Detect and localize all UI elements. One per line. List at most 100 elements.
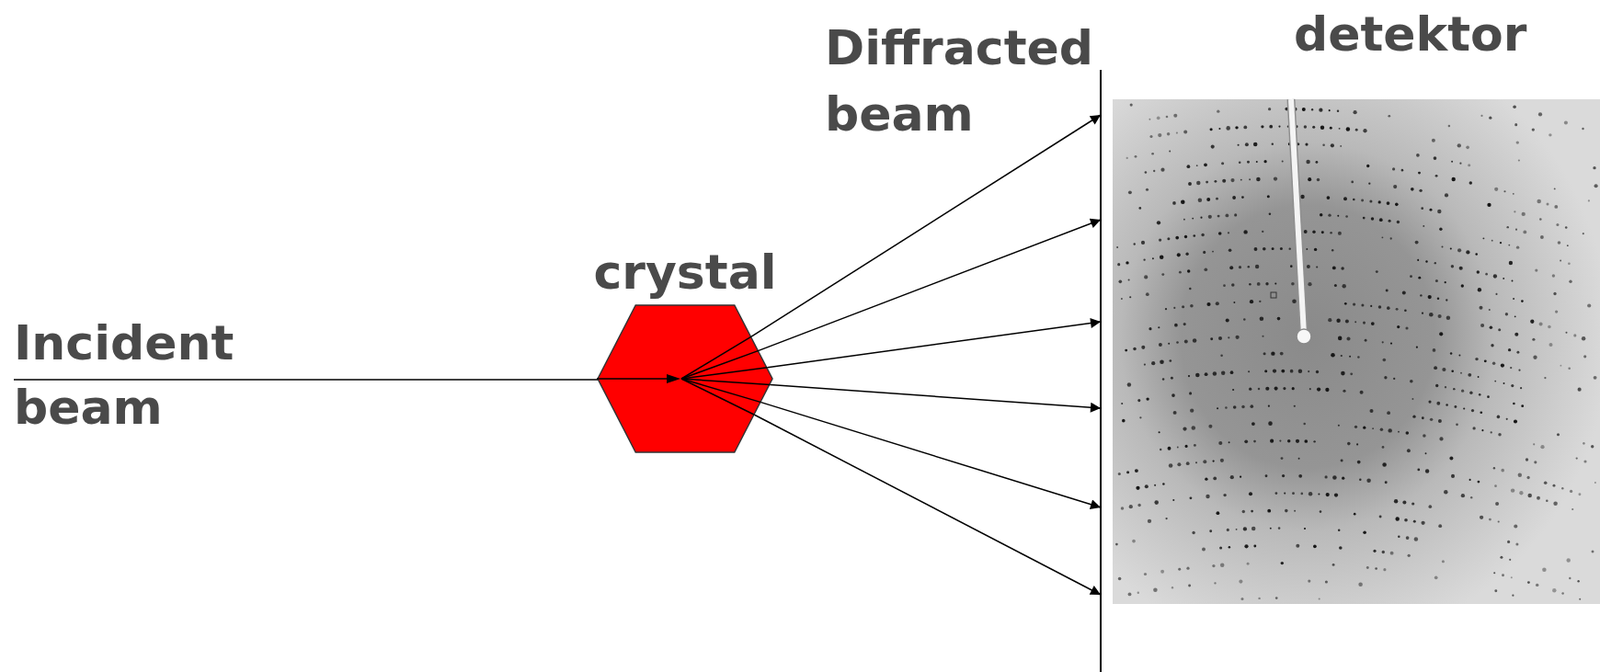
diffraction-spot: [1157, 133, 1162, 138]
diffraction-spot: [1334, 284, 1338, 287]
diffraction-spot: [1490, 343, 1494, 347]
diffraction-spot: [1410, 187, 1415, 192]
diffraction-spot: [1162, 482, 1165, 485]
diffraction-spot: [1428, 295, 1432, 299]
diffraction-spot: [1342, 284, 1347, 288]
diffraction-spot: [1215, 197, 1219, 201]
diffraction-spot: [1434, 262, 1437, 264]
diffraction-spot: [1243, 229, 1247, 234]
diffraction-spot: [1278, 526, 1281, 530]
diffraction-spot: [1514, 315, 1517, 318]
diffraction-spot: [1388, 219, 1392, 223]
diffraction-spot: [1176, 132, 1178, 135]
diffraction-spot: [1446, 316, 1451, 320]
diffraction-spot: [1238, 580, 1243, 584]
diffraction-spot: [1217, 215, 1221, 218]
diffraction-spot: [1414, 537, 1418, 541]
diffraction-spot: [1302, 107, 1306, 112]
diffraction-spot: [1438, 314, 1442, 319]
diffraction-spot: [1258, 300, 1261, 303]
diffraction-spot: [1195, 461, 1198, 464]
diffraction-spot: [1393, 184, 1397, 189]
diffraction-spot: [1126, 470, 1130, 474]
diffraction-spot: [1347, 442, 1351, 446]
diffraction-spot: [1201, 547, 1206, 551]
diffraction-spot: [1505, 312, 1509, 316]
detector-panel: detektor: [1099, 69, 1600, 672]
diffraction-spot: [1385, 288, 1389, 292]
diffraction-spot: [1268, 405, 1270, 408]
diffraction-spot: [1305, 160, 1310, 164]
diffraction-spot: [1500, 363, 1505, 367]
diffraction-spot: [1275, 491, 1279, 495]
diffraction-spot: [1210, 127, 1213, 131]
diffraction-spot: [1435, 279, 1439, 283]
diffraction-spot: [1171, 393, 1176, 398]
diffraction-spot: [1291, 491, 1295, 495]
diffraction-spot: [1527, 581, 1531, 584]
diffraction-spot: [1345, 215, 1349, 218]
diffraction-spot: [1397, 535, 1401, 538]
diffraction-spot: [1514, 332, 1519, 337]
diffraction-spot: [1243, 318, 1246, 320]
diffraction-spot: [1421, 312, 1424, 315]
diffraction-spot: [1452, 388, 1455, 390]
diffraction-spot: [1325, 388, 1329, 392]
diffraction-spot: [1533, 460, 1537, 464]
diffraction-spot: [1319, 510, 1323, 514]
diffraction-spot: [1513, 210, 1516, 213]
diffraction-spot: [1327, 213, 1331, 217]
diffraction-spot: [1183, 218, 1186, 221]
diffraction-spot: [1121, 419, 1126, 423]
diffraction-spot: [1503, 190, 1506, 193]
beamstop-head: [1296, 329, 1312, 344]
diffraction-spot: [1495, 293, 1498, 296]
diffraction-spot: [1501, 573, 1505, 577]
diffraction-spot: [1564, 120, 1568, 125]
diffraction-spot: [1272, 369, 1277, 374]
diffraction-spot: [1200, 233, 1204, 237]
diffraction-spot: [1360, 198, 1364, 202]
diffraction-spot: [1522, 229, 1527, 234]
diffraction-spot: [1387, 114, 1391, 118]
diffraction-spot: [1532, 355, 1537, 360]
diffraction-spot: [1370, 305, 1372, 308]
diffraction-spot: [1278, 125, 1280, 128]
diffraction-spot: [1578, 598, 1581, 601]
diffraction-spot: [1160, 570, 1165, 574]
incident-beam-inside: [596, 377, 676, 380]
diffraction-spot: [1577, 492, 1581, 496]
diffraction-spot: [1352, 110, 1357, 115]
diffraction-spot: [1337, 215, 1339, 218]
diffraction-spot: [1413, 520, 1417, 524]
diffraction-spot: [1360, 303, 1364, 307]
diffraction-spot: [1241, 405, 1246, 410]
diffraction-spot: [1312, 125, 1315, 129]
diffraction-spot: [1176, 341, 1179, 344]
diffraction-spot: [1137, 503, 1141, 507]
diffraction-spot: [1535, 583, 1539, 587]
diffraction-spot: [1583, 459, 1587, 463]
diffraction-spot: [1271, 142, 1274, 145]
diffraction-spot: [1220, 458, 1224, 463]
diffraction-spot: [1404, 518, 1408, 523]
diffraction-spot: [1268, 125, 1273, 129]
diffraction-spot: [1518, 159, 1520, 161]
diffraction-spot: [1118, 279, 1122, 284]
diffraction-spot: [1384, 480, 1388, 484]
diffraction-spot: [1338, 546, 1343, 550]
diffraction-spot: [1232, 195, 1236, 200]
diffraction-spot: [1282, 387, 1286, 390]
diffraction-spot: [1152, 257, 1155, 260]
diffraction-spot: [1577, 388, 1582, 392]
diffraction-spot: [1332, 475, 1338, 480]
diffraction-spot: [1325, 492, 1330, 497]
diffraction-spot: [1477, 287, 1482, 292]
diffraction-spot: [1265, 474, 1269, 478]
diffraction-spot: [1302, 422, 1306, 426]
diffraction-spot: [1274, 387, 1279, 391]
diffraction-spot: [1256, 177, 1261, 183]
diffraction-spot: [1305, 248, 1308, 251]
diffraction-spot: [1394, 516, 1399, 521]
diffraction-spot: [1211, 459, 1214, 462]
